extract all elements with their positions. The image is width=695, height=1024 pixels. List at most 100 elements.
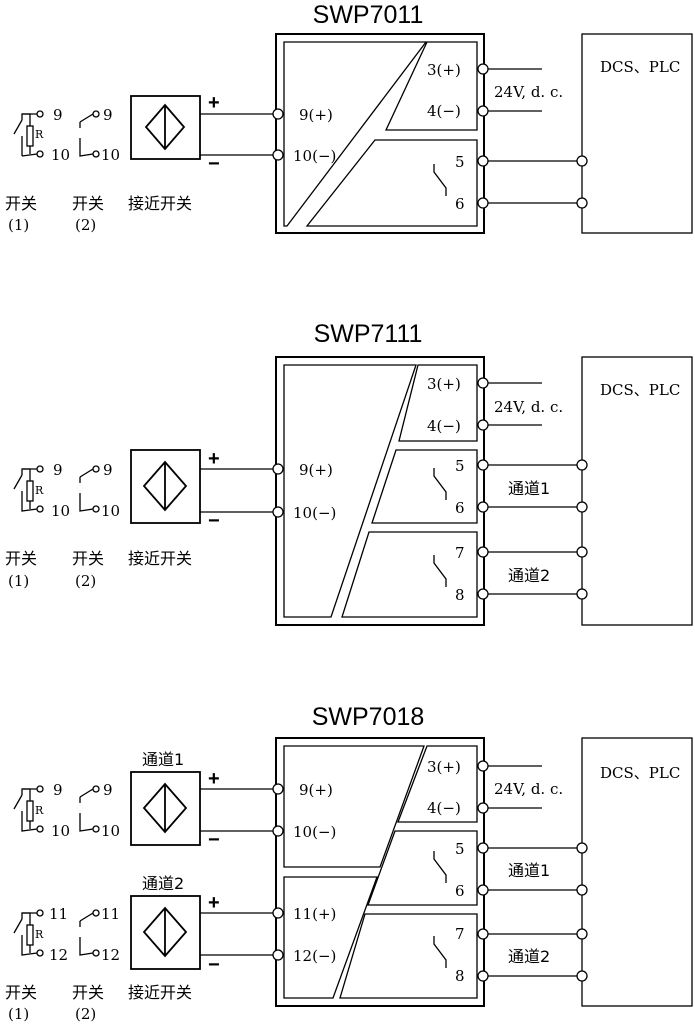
terminal-8 (477, 970, 489, 982)
dcs-terminal (576, 197, 588, 209)
module-box (275, 356, 485, 626)
terminal-12 (272, 949, 284, 961)
diagram-swp7011: SWP7011 3(+) 4(−) 24V, d. c. 5 6 DCS、PLC… (5, 1, 693, 234)
module-box (275, 33, 485, 234)
proximity-sensor-icon (142, 906, 188, 958)
channel-1-label: 通道1 (508, 479, 550, 498)
plus-sign: + (208, 448, 220, 470)
relay-contact-icon (433, 164, 447, 196)
terminal-9-label: 9(+) (299, 461, 333, 479)
resistor-label: R (35, 484, 44, 497)
dcs-terminal (576, 970, 588, 982)
channel-1-label: 通道1 (508, 861, 550, 880)
switch-1-icon: R (13, 465, 44, 513)
switch-1-number: (1) (8, 216, 29, 234)
dcs-terminal (576, 928, 588, 940)
sensor-1-label: 通道1 (142, 750, 184, 769)
switch-2-terminal-label: 11 (101, 905, 120, 923)
proximity-switch-caption: 接近开关 (128, 194, 192, 213)
power-section (397, 745, 478, 823)
terminal-9 (272, 463, 284, 475)
relay-section-1 (371, 449, 478, 524)
switch-2-caption: 开关 (72, 194, 104, 213)
switch-1-terminal-label: 10 (51, 146, 70, 164)
switch-1-caption: 开关 (5, 194, 37, 213)
minus-sign: − (208, 153, 220, 175)
switch-2-icon (79, 909, 100, 957)
proximity-sensor-box (130, 449, 201, 524)
switch-1-terminal-label: 9 (53, 461, 63, 479)
terminal-6-label: 6 (455, 882, 465, 900)
terminal-7-label: 7 (455, 544, 465, 562)
terminal-3 (477, 377, 489, 389)
proximity-sensor-icon (144, 103, 186, 151)
dcs-plc-box (581, 737, 693, 1007)
dcs-plc-label: DCS、PLC (600, 381, 680, 399)
switch-1-terminal-label: 10 (51, 502, 70, 520)
power-label: 24V, d. c. (494, 398, 563, 416)
resistor-label: R (35, 928, 44, 941)
switch-1-terminal-label: 10 (51, 822, 70, 840)
switch-1-number: (1) (8, 1005, 29, 1023)
terminal-9 (272, 783, 284, 795)
terminal-8 (477, 588, 489, 600)
proximity-sensor-box (130, 771, 201, 846)
switch-2-terminal-label: 10 (101, 146, 120, 164)
switch-2-icon (79, 785, 100, 833)
switch-2-number: (2) (75, 572, 96, 590)
terminal-6 (477, 884, 489, 896)
channel-2-label: 通道2 (508, 947, 550, 966)
switch-1-terminal-label: 11 (49, 905, 68, 923)
terminal-5-label: 5 (455, 153, 465, 171)
switch-1-icon: R (13, 909, 44, 957)
terminal-7 (477, 546, 489, 558)
switch-1-icon: R (13, 110, 44, 158)
plus-sign: + (208, 768, 220, 790)
terminal-8-label: 8 (455, 586, 465, 604)
minus-sign: − (208, 829, 220, 851)
terminal-8-label: 8 (455, 967, 465, 985)
proximity-sensor-icon (142, 460, 188, 512)
switch-2-terminal-label: 10 (101, 502, 120, 520)
plus-sign: + (208, 92, 220, 114)
switch-1-terminal-label: 12 (49, 946, 68, 964)
relay-section-2 (341, 531, 478, 618)
dcs-terminal (576, 459, 588, 471)
terminal-3 (477, 63, 489, 75)
terminal-12-label: 12(−) (293, 947, 336, 965)
dcs-plc-label: DCS、PLC (600, 58, 680, 76)
terminal-3-label: 3(+) (427, 375, 461, 393)
terminal-9-label: 9(+) (299, 106, 333, 124)
resistor-label: R (35, 804, 44, 817)
terminal-5-label: 5 (455, 840, 465, 858)
model-title: SWP7111 (314, 320, 423, 348)
terminal-10 (272, 149, 284, 161)
terminal-4 (477, 802, 489, 814)
switch-2-terminal-label: 9 (103, 781, 113, 799)
input-section (283, 41, 428, 227)
relay-section-1 (367, 830, 478, 906)
input-section (283, 364, 417, 618)
terminal-3-label: 3(+) (427, 61, 461, 79)
terminal-6 (477, 197, 489, 209)
power-label: 24V, d. c. (494, 780, 563, 798)
switch-2-terminal-label: 12 (101, 946, 120, 964)
terminal-6-label: 6 (455, 195, 465, 213)
terminal-4-label: 4(−) (427, 102, 461, 120)
dcs-terminal (576, 546, 588, 558)
power-section (384, 41, 478, 131)
power-label: 24V, d. c. (494, 83, 563, 101)
plus-sign: + (208, 892, 220, 914)
terminal-10-label: 10(−) (293, 823, 336, 841)
switch-2-number: (2) (75, 216, 96, 234)
proximity-switch-caption: 接近开关 (128, 983, 192, 1002)
module-box (275, 737, 485, 1007)
terminal-4-label: 4(−) (427, 799, 461, 817)
switch-1-terminal-label: 9 (53, 781, 63, 799)
input-section-1 (283, 745, 425, 868)
proximity-sensor-box (130, 95, 201, 160)
terminal-10 (272, 825, 284, 837)
power-section (398, 364, 478, 442)
terminal-10-label: 10(−) (293, 147, 336, 165)
terminal-5 (477, 155, 489, 167)
